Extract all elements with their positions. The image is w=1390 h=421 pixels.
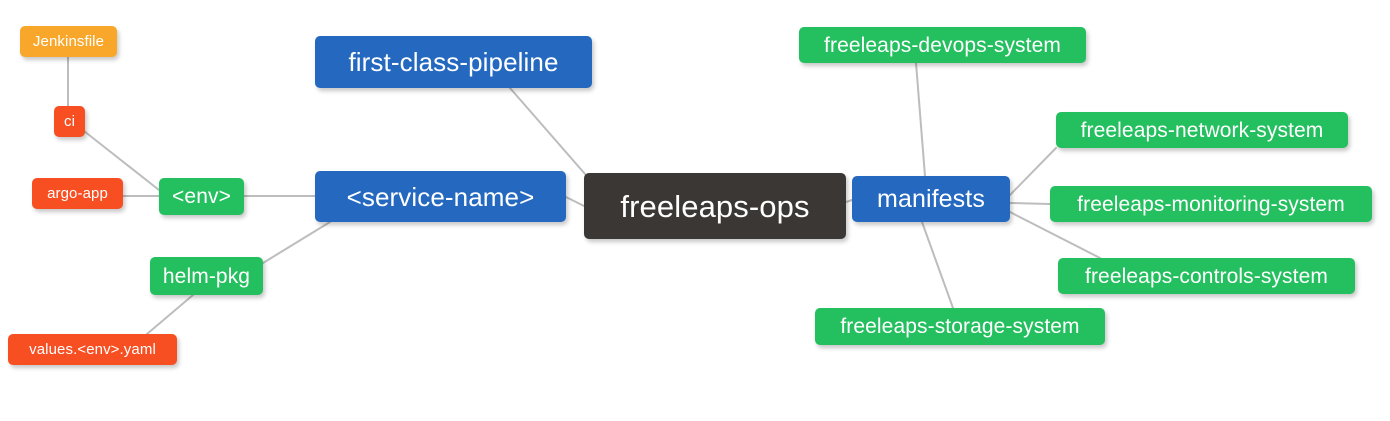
- node-label-env: <env>: [172, 185, 231, 208]
- edge-helm-pkg-to-values-yaml: [146, 294, 194, 335]
- node-label-service-name: <service-name>: [346, 181, 535, 212]
- node-label-jenkinsfile: Jenkinsfile: [32, 33, 105, 50]
- edge-root-to-service-name: [565, 196, 585, 207]
- mindmap-node-freeleaps-devops-system[interactable]: freeleaps-devops-system: [799, 27, 1086, 63]
- node-label-freeleaps-network-system: freeleaps-network-system: [1080, 118, 1324, 142]
- edge-root-to-first-class-pipeline: [509, 87, 593, 183]
- node-label-values-yaml: values.<env>.yaml: [29, 341, 156, 358]
- node-label-freeleaps-devops-system: freeleaps-devops-system: [824, 33, 1061, 57]
- edge-manifests-to-freeleaps-network-system: [1009, 147, 1057, 196]
- edge-manifests-to-freeleaps-storage-system: [921, 221, 954, 309]
- edge-service-name-to-helm-pkg: [262, 221, 331, 264]
- mindmap-node-manifests[interactable]: manifests: [852, 176, 1010, 222]
- mindmap-node-freeleaps-monitoring-system[interactable]: freeleaps-monitoring-system: [1050, 186, 1372, 222]
- mindmap-node-freeleaps-network-system[interactable]: freeleaps-network-system: [1056, 112, 1348, 148]
- node-label-freeleaps-monitoring-system: freeleaps-monitoring-system: [1077, 192, 1345, 216]
- mindmap-node-freeleaps-controls-system[interactable]: freeleaps-controls-system: [1058, 258, 1355, 294]
- node-label-root: freeleaps-ops: [620, 188, 810, 224]
- mindmap-node-values-yaml[interactable]: values.<env>.yaml: [8, 334, 177, 365]
- mindmap-node-helm-pkg[interactable]: helm-pkg: [150, 257, 263, 295]
- node-label-ci: ci: [63, 113, 76, 130]
- node-label-freeleaps-storage-system: freeleaps-storage-system: [840, 315, 1080, 338]
- mindmap-node-root[interactable]: freeleaps-ops: [584, 173, 846, 239]
- mindmap-node-first-class-pipeline[interactable]: first-class-pipeline: [315, 36, 592, 88]
- edge-manifests-to-freeleaps-devops-system: [915, 62, 926, 177]
- node-label-argo-app: argo-app: [47, 185, 108, 202]
- mindmap-node-ci[interactable]: ci: [54, 106, 85, 137]
- node-label-manifests: manifests: [877, 184, 985, 213]
- node-label-first-class-pipeline: first-class-pipeline: [348, 47, 559, 77]
- mindmap-node-argo-app[interactable]: argo-app: [32, 178, 123, 209]
- edge-manifests-to-freeleaps-monitoring-system: [1009, 202, 1051, 205]
- mindmap-node-freeleaps-storage-system[interactable]: freeleaps-storage-system: [815, 308, 1105, 345]
- node-label-helm-pkg: helm-pkg: [162, 264, 251, 288]
- mindmap-node-env[interactable]: <env>: [159, 178, 244, 215]
- mindmap-node-jenkinsfile[interactable]: Jenkinsfile: [20, 26, 117, 57]
- mindmap-node-service-name[interactable]: <service-name>: [315, 171, 566, 222]
- node-label-freeleaps-controls-system: freeleaps-controls-system: [1085, 264, 1328, 288]
